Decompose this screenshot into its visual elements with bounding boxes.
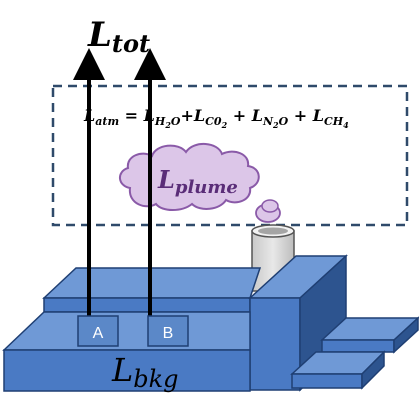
sensor-a-label: A	[93, 325, 104, 342]
sensor-b: B	[147, 315, 189, 347]
title-main: L	[87, 15, 112, 55]
atmosphere-box	[51, 84, 409, 227]
title-sub: tot	[112, 29, 150, 58]
plume-label: Lplume	[157, 165, 238, 198]
background-label: Lbkg	[111, 351, 179, 393]
atmosphere-equation: Latm = LH2O+LC02 + LN2O + LCH4	[83, 106, 349, 130]
factory-steps	[290, 316, 419, 390]
title-label: Ltot	[87, 15, 150, 58]
sensor-b-label: B	[163, 325, 174, 342]
plume-cloud	[119, 143, 281, 223]
plume-puff-small	[261, 199, 279, 213]
sensor-a: A	[77, 315, 119, 347]
